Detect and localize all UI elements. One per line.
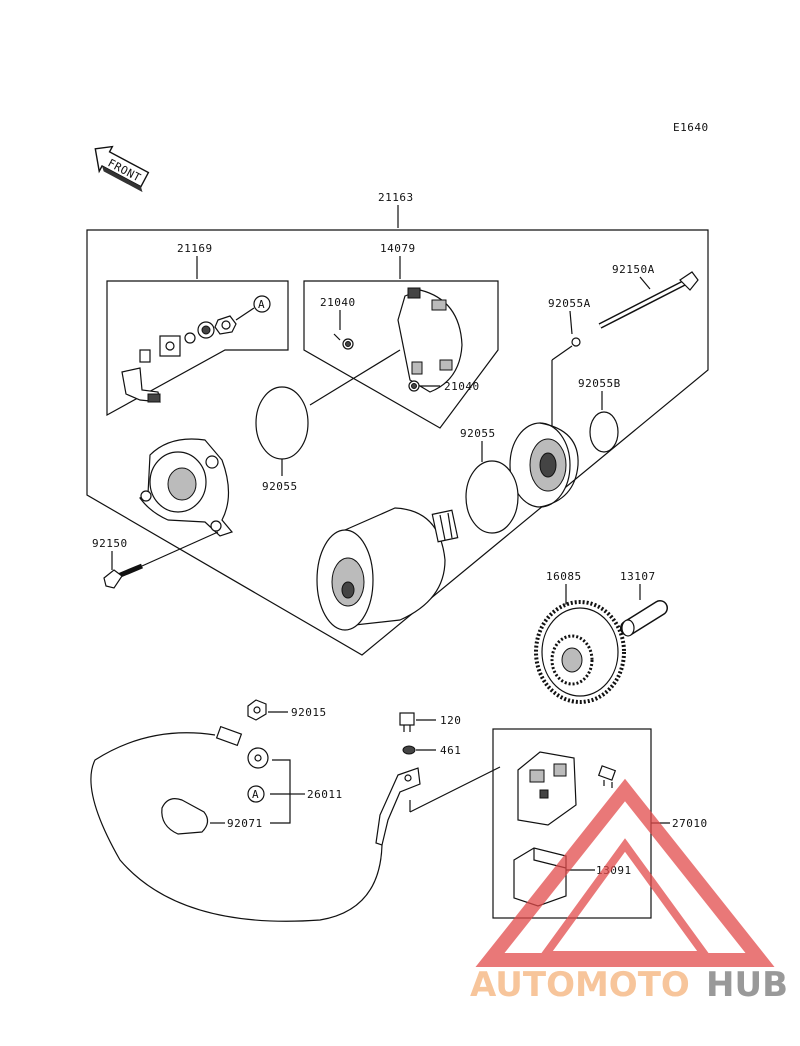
small-bolt-icon bbox=[399, 712, 415, 732]
callout-cap: 92071 bbox=[227, 817, 263, 830]
callout-spring-bottom: 21040 bbox=[444, 380, 480, 393]
watermark-text-part1: AUTOMOTO bbox=[470, 965, 690, 1005]
oring-mid-icon bbox=[589, 411, 619, 453]
cable-terminal-icon bbox=[215, 725, 269, 769]
washer-icon bbox=[402, 745, 416, 755]
callout-oring-small: 92055A bbox=[548, 297, 591, 310]
svg-text:A: A bbox=[258, 298, 265, 311]
circle-a-marker-2 bbox=[247, 785, 265, 803]
shaft-icon bbox=[620, 600, 668, 637]
callout-washer: 461 bbox=[440, 744, 461, 757]
callout-gear: 16085 bbox=[546, 570, 582, 583]
armature-icon bbox=[316, 507, 459, 631]
gear-icon bbox=[534, 600, 626, 704]
callout-oring-left: 92055 bbox=[262, 480, 298, 493]
front-housing-icon bbox=[139, 438, 234, 537]
watermark-text-part2: HUB bbox=[706, 965, 788, 1005]
nut-icon bbox=[247, 699, 267, 721]
short-bolt-icon bbox=[103, 563, 143, 589]
callout-bolt-short: 92150 bbox=[92, 537, 128, 550]
oring-small-icon bbox=[571, 337, 581, 347]
callout-cable: 26011 bbox=[307, 788, 343, 801]
front-arrow-icon: FRONT bbox=[94, 145, 150, 193]
brush-plate-icon bbox=[397, 287, 463, 393]
spring-bottom-icon bbox=[408, 380, 420, 392]
callout-nut: 92015 bbox=[291, 706, 327, 719]
svg-text:A: A bbox=[252, 788, 259, 801]
callout-spring-top: 21040 bbox=[320, 296, 356, 309]
long-bolt-icon bbox=[598, 271, 699, 329]
callout-oring-mid: 92055B bbox=[578, 377, 621, 390]
end-cover-icon bbox=[509, 422, 579, 508]
callout-bolt-small: 120 bbox=[440, 714, 461, 727]
callout-assembly: 21163 bbox=[378, 191, 414, 204]
oring-right-icon bbox=[465, 460, 519, 534]
starter-relay-icon bbox=[517, 751, 577, 826]
callout-relay: 27010 bbox=[672, 817, 708, 830]
diagram-code: E1640 bbox=[673, 121, 709, 134]
callout-brush-plate: 14079 bbox=[380, 242, 416, 255]
callout-bolt-long: 92150A bbox=[612, 263, 655, 276]
automotohub-watermark: AUTOMOTO HUB bbox=[470, 778, 788, 1005]
callout-brush-holder-set: 21169 bbox=[177, 242, 213, 255]
cap-icon bbox=[161, 798, 209, 835]
oring-left-icon bbox=[255, 386, 309, 460]
assembly-boundary bbox=[86, 229, 709, 656]
fuse-icon bbox=[597, 765, 617, 788]
circle-a-marker-1 bbox=[253, 295, 271, 313]
callout-shaft: 13107 bbox=[620, 570, 656, 583]
callout-oring-right: 92055 bbox=[460, 427, 496, 440]
spring-top-icon bbox=[333, 333, 354, 350]
brush-holder-parts: A bbox=[121, 295, 271, 403]
cable-lug-icon bbox=[375, 767, 421, 846]
starter-cable-icon bbox=[90, 732, 383, 922]
